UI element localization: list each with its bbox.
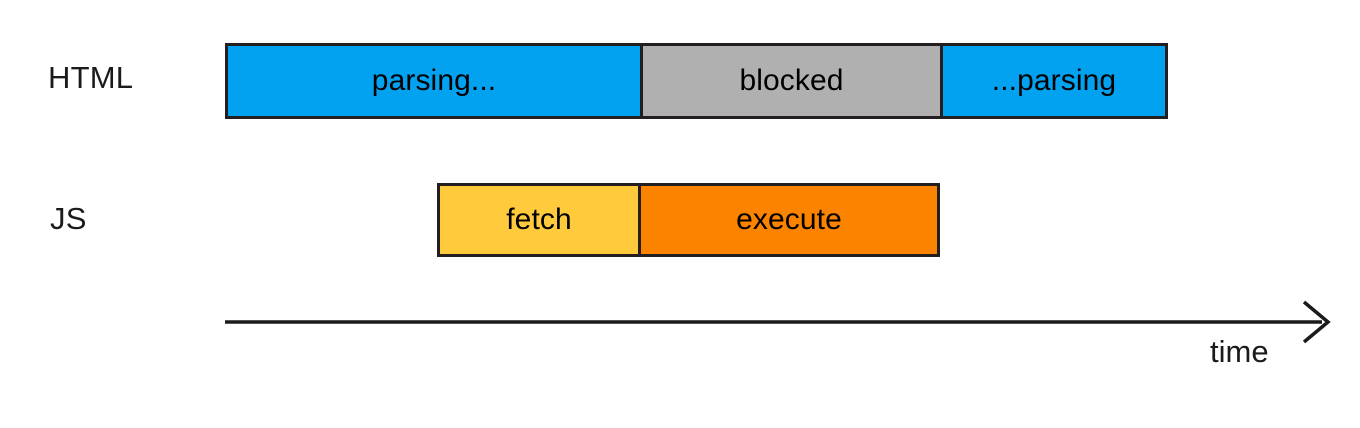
segment-html-parsing-end: ...parsing bbox=[940, 46, 1165, 116]
segment-label: fetch bbox=[506, 203, 572, 236]
segment-label: parsing... bbox=[371, 64, 497, 97]
time-axis-arrow-icon bbox=[225, 300, 1331, 344]
segment-label: blocked bbox=[739, 64, 844, 97]
segment-html-parsing-start: parsing... bbox=[228, 46, 640, 116]
row-label-js: JS bbox=[50, 201, 87, 236]
segment-js-execute: execute bbox=[638, 186, 937, 254]
segment-label: ...parsing bbox=[991, 64, 1117, 97]
row-label-html: HTML bbox=[48, 60, 134, 95]
timeline-row-js: fetch execute bbox=[437, 183, 940, 257]
segment-label: execute bbox=[736, 203, 842, 236]
segment-html-blocked: blocked bbox=[640, 46, 940, 116]
timeline-row-html: parsing... blocked ...parsing bbox=[225, 43, 1168, 119]
time-axis bbox=[222, 296, 1337, 352]
segment-js-fetch: fetch bbox=[440, 186, 638, 254]
axis-label-time: time bbox=[1210, 334, 1269, 369]
